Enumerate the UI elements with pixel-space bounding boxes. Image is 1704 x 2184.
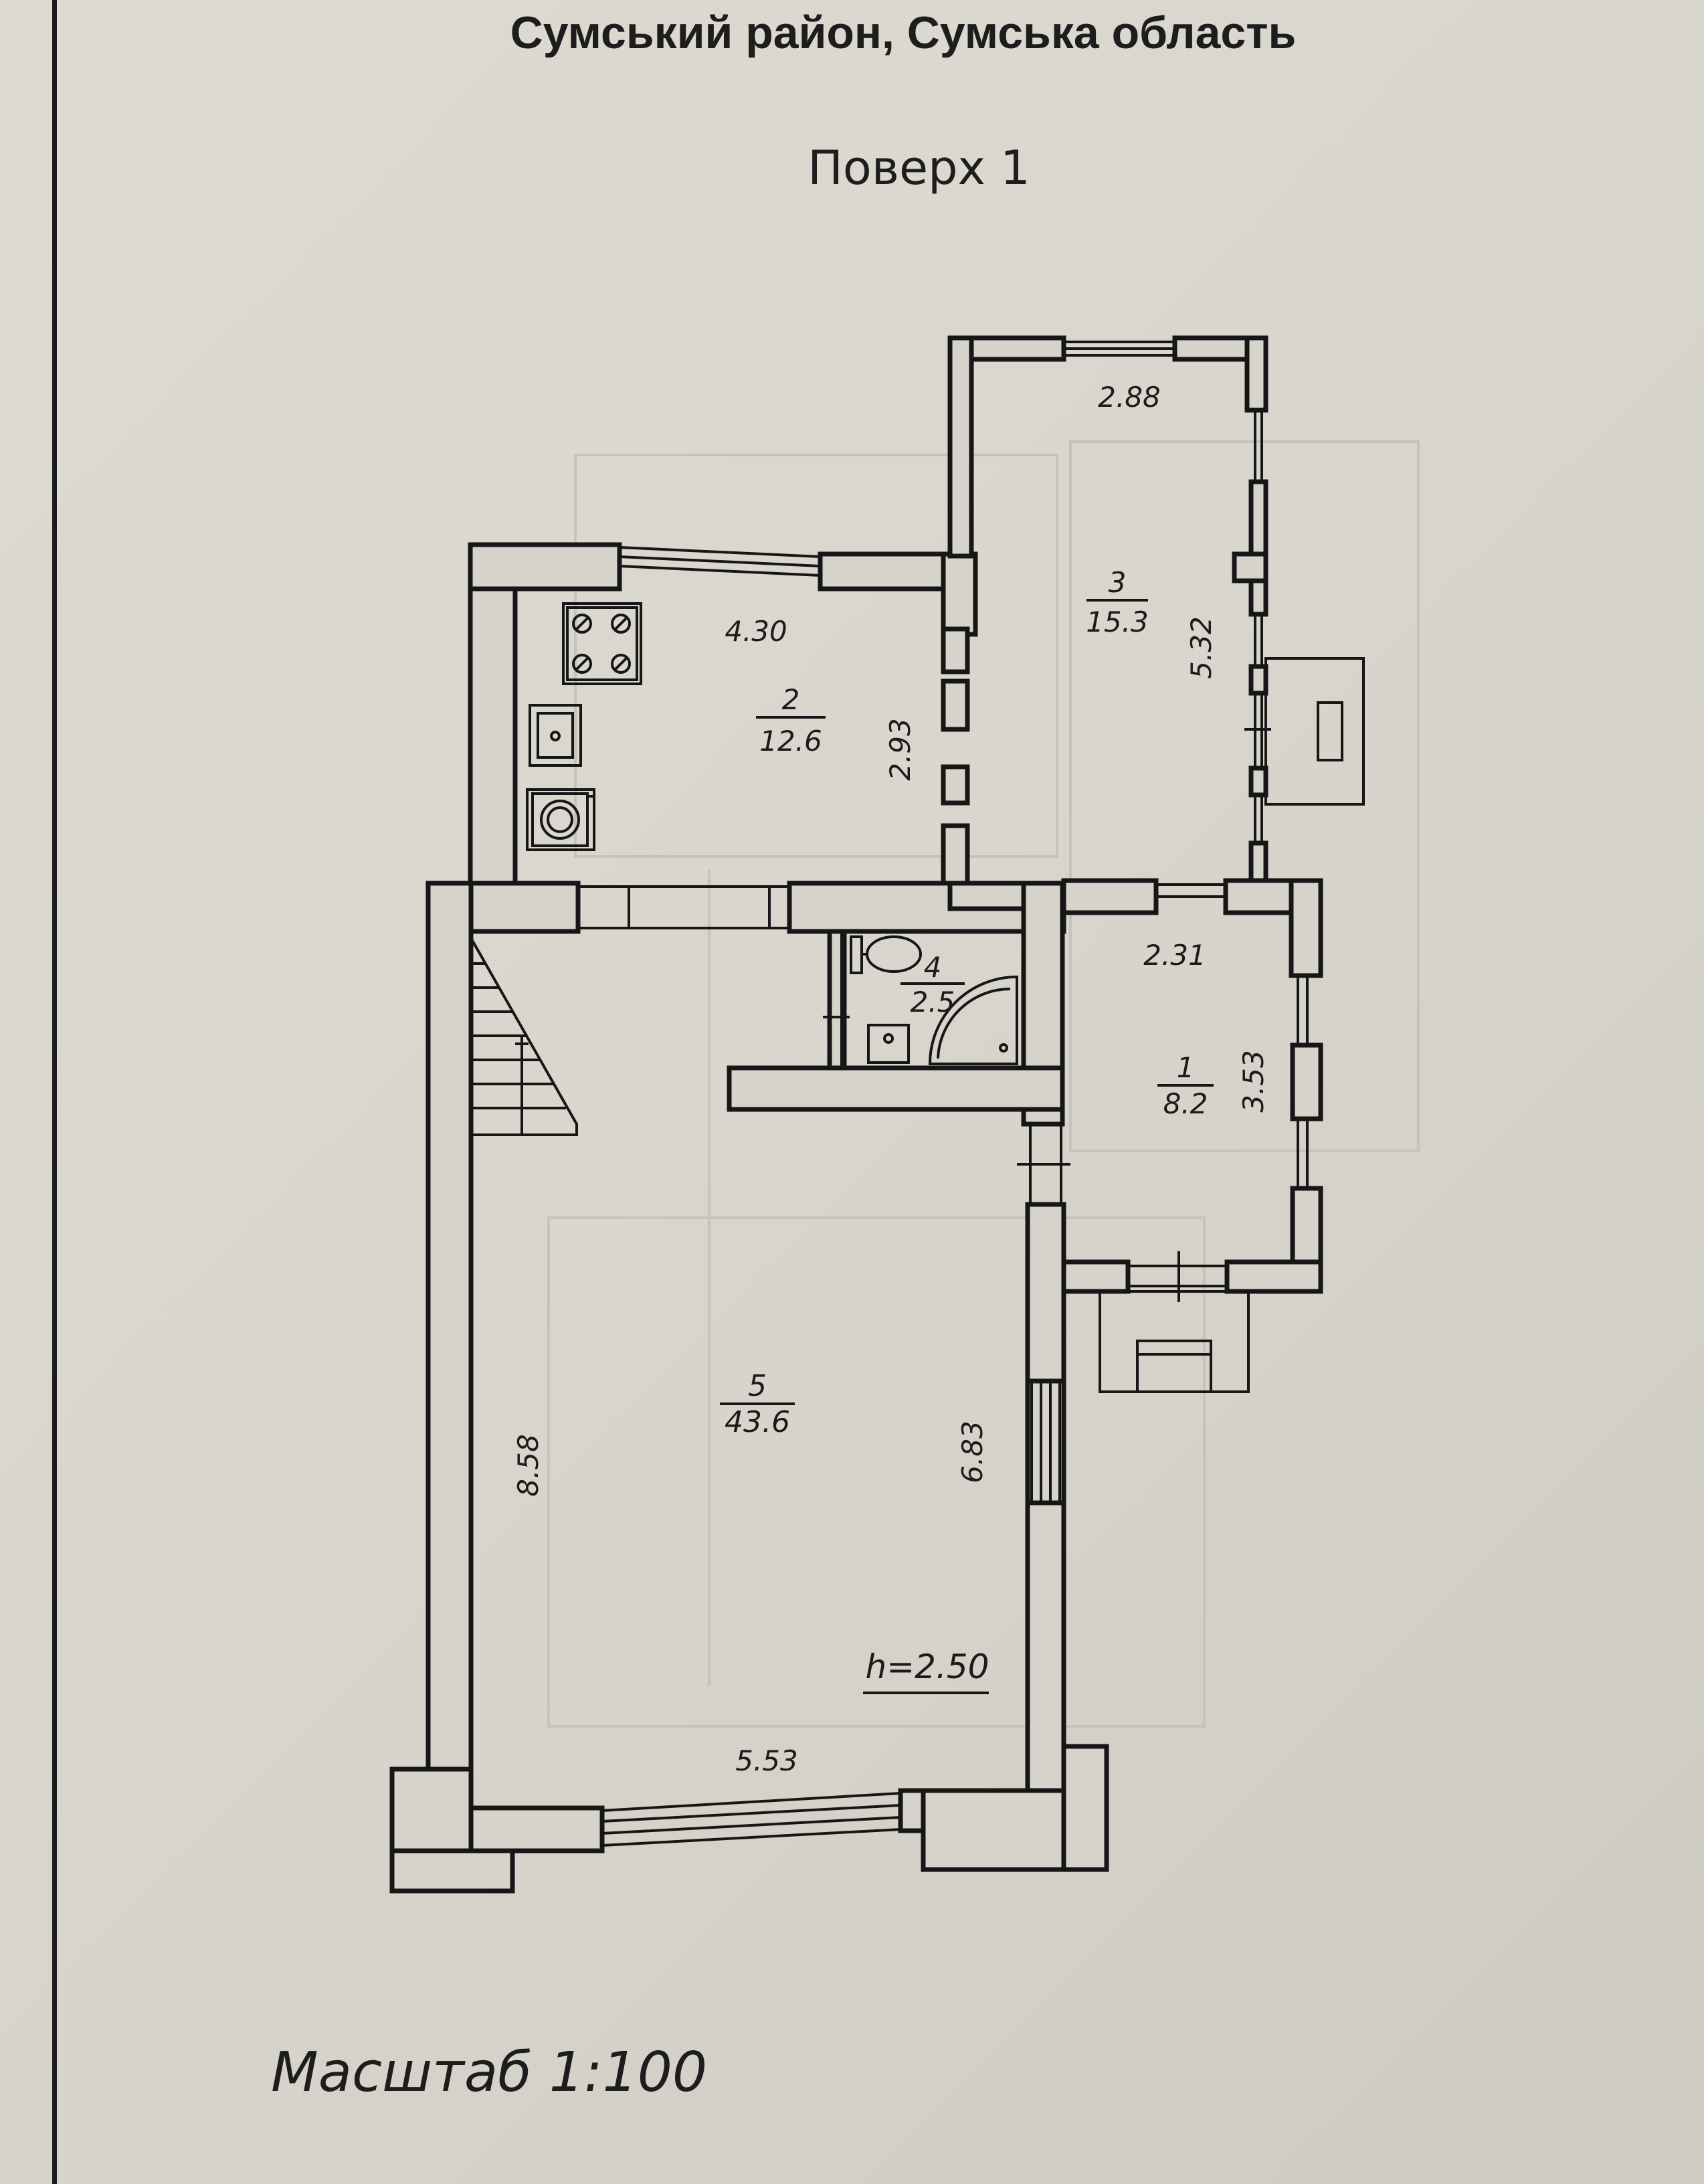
room-3-area: 15.3	[1086, 606, 1149, 638]
kitchen-stove	[562, 602, 642, 685]
staircase	[470, 933, 578, 1136]
room-label-4: 4 2.5	[901, 951, 965, 1018]
room-4-area: 2.5	[911, 986, 955, 1018]
room-1-area: 8.2	[1163, 1087, 1208, 1120]
dimensions: 4.30 2.93 2.88 5.32 2.31 3.53 5.53 8.58 …	[512, 381, 1270, 1777]
dim-room-5-depth-left: 8.58	[512, 1434, 545, 1497]
room-label-1: 1 8.2	[1157, 1051, 1214, 1120]
room-3-number: 3	[1109, 566, 1127, 599]
dim-room-1-depth: 3.53	[1237, 1050, 1270, 1113]
floor-title: Поверх 1	[808, 141, 1030, 195]
room-5-window-bottom	[601, 1792, 901, 1847]
room-3-window-right	[1244, 410, 1271, 843]
room-5-area: 43.6	[725, 1405, 790, 1439]
room-label-3: 3 15.3	[1086, 566, 1149, 638]
ceiling-height: h=2.50	[863, 1647, 989, 1694]
margin-line	[52, 0, 57, 2184]
room-3-side-porch	[1264, 657, 1365, 806]
room-label-5: 5 43.6	[720, 1369, 795, 1439]
room-1-walls	[1025, 878, 1323, 1384]
dim-room-2-width: 4.30	[725, 615, 787, 648]
room-2-area: 12.6	[759, 725, 822, 757]
bathroom	[823, 930, 1025, 1069]
room-4-number: 4	[924, 951, 942, 984]
region-title: Сумський район, Сумська область	[510, 7, 1297, 58]
dim-room-3-depth: 5.32	[1185, 616, 1218, 679]
room-label-2: 2 12.6	[756, 683, 826, 757]
room-5-walls	[389, 881, 1109, 1894]
room-5-number: 5	[748, 1369, 767, 1403]
dim-room-2-depth: 2.93	[884, 718, 917, 781]
dim-room-1-width: 2.31	[1143, 939, 1206, 972]
room-2-window	[619, 546, 821, 577]
room-2-walls	[468, 542, 978, 886]
ceiling-height-label: h=2.50	[866, 1647, 989, 1686]
dim-room-5-depth-right: 6.83	[956, 1421, 989, 1483]
kitchen-sink	[529, 704, 582, 767]
room-1-number: 1	[1177, 1051, 1195, 1084]
kitchen-boiler	[526, 788, 595, 851]
room-1-windows	[1017, 883, 1309, 1302]
dim-room-5-width: 5.53	[735, 1744, 798, 1777]
room-1-porch	[1099, 1290, 1250, 1393]
room-2-number: 2	[782, 683, 800, 716]
room-3-window-top	[1064, 341, 1175, 357]
ghost-lines	[547, 440, 1420, 1728]
room-5-window-right	[1030, 1381, 1061, 1503]
room-3-walls	[947, 335, 1268, 886]
dim-room-3-width: 2.88	[1098, 381, 1161, 414]
scale-label: Масштаб 1:100	[271, 2041, 708, 2104]
